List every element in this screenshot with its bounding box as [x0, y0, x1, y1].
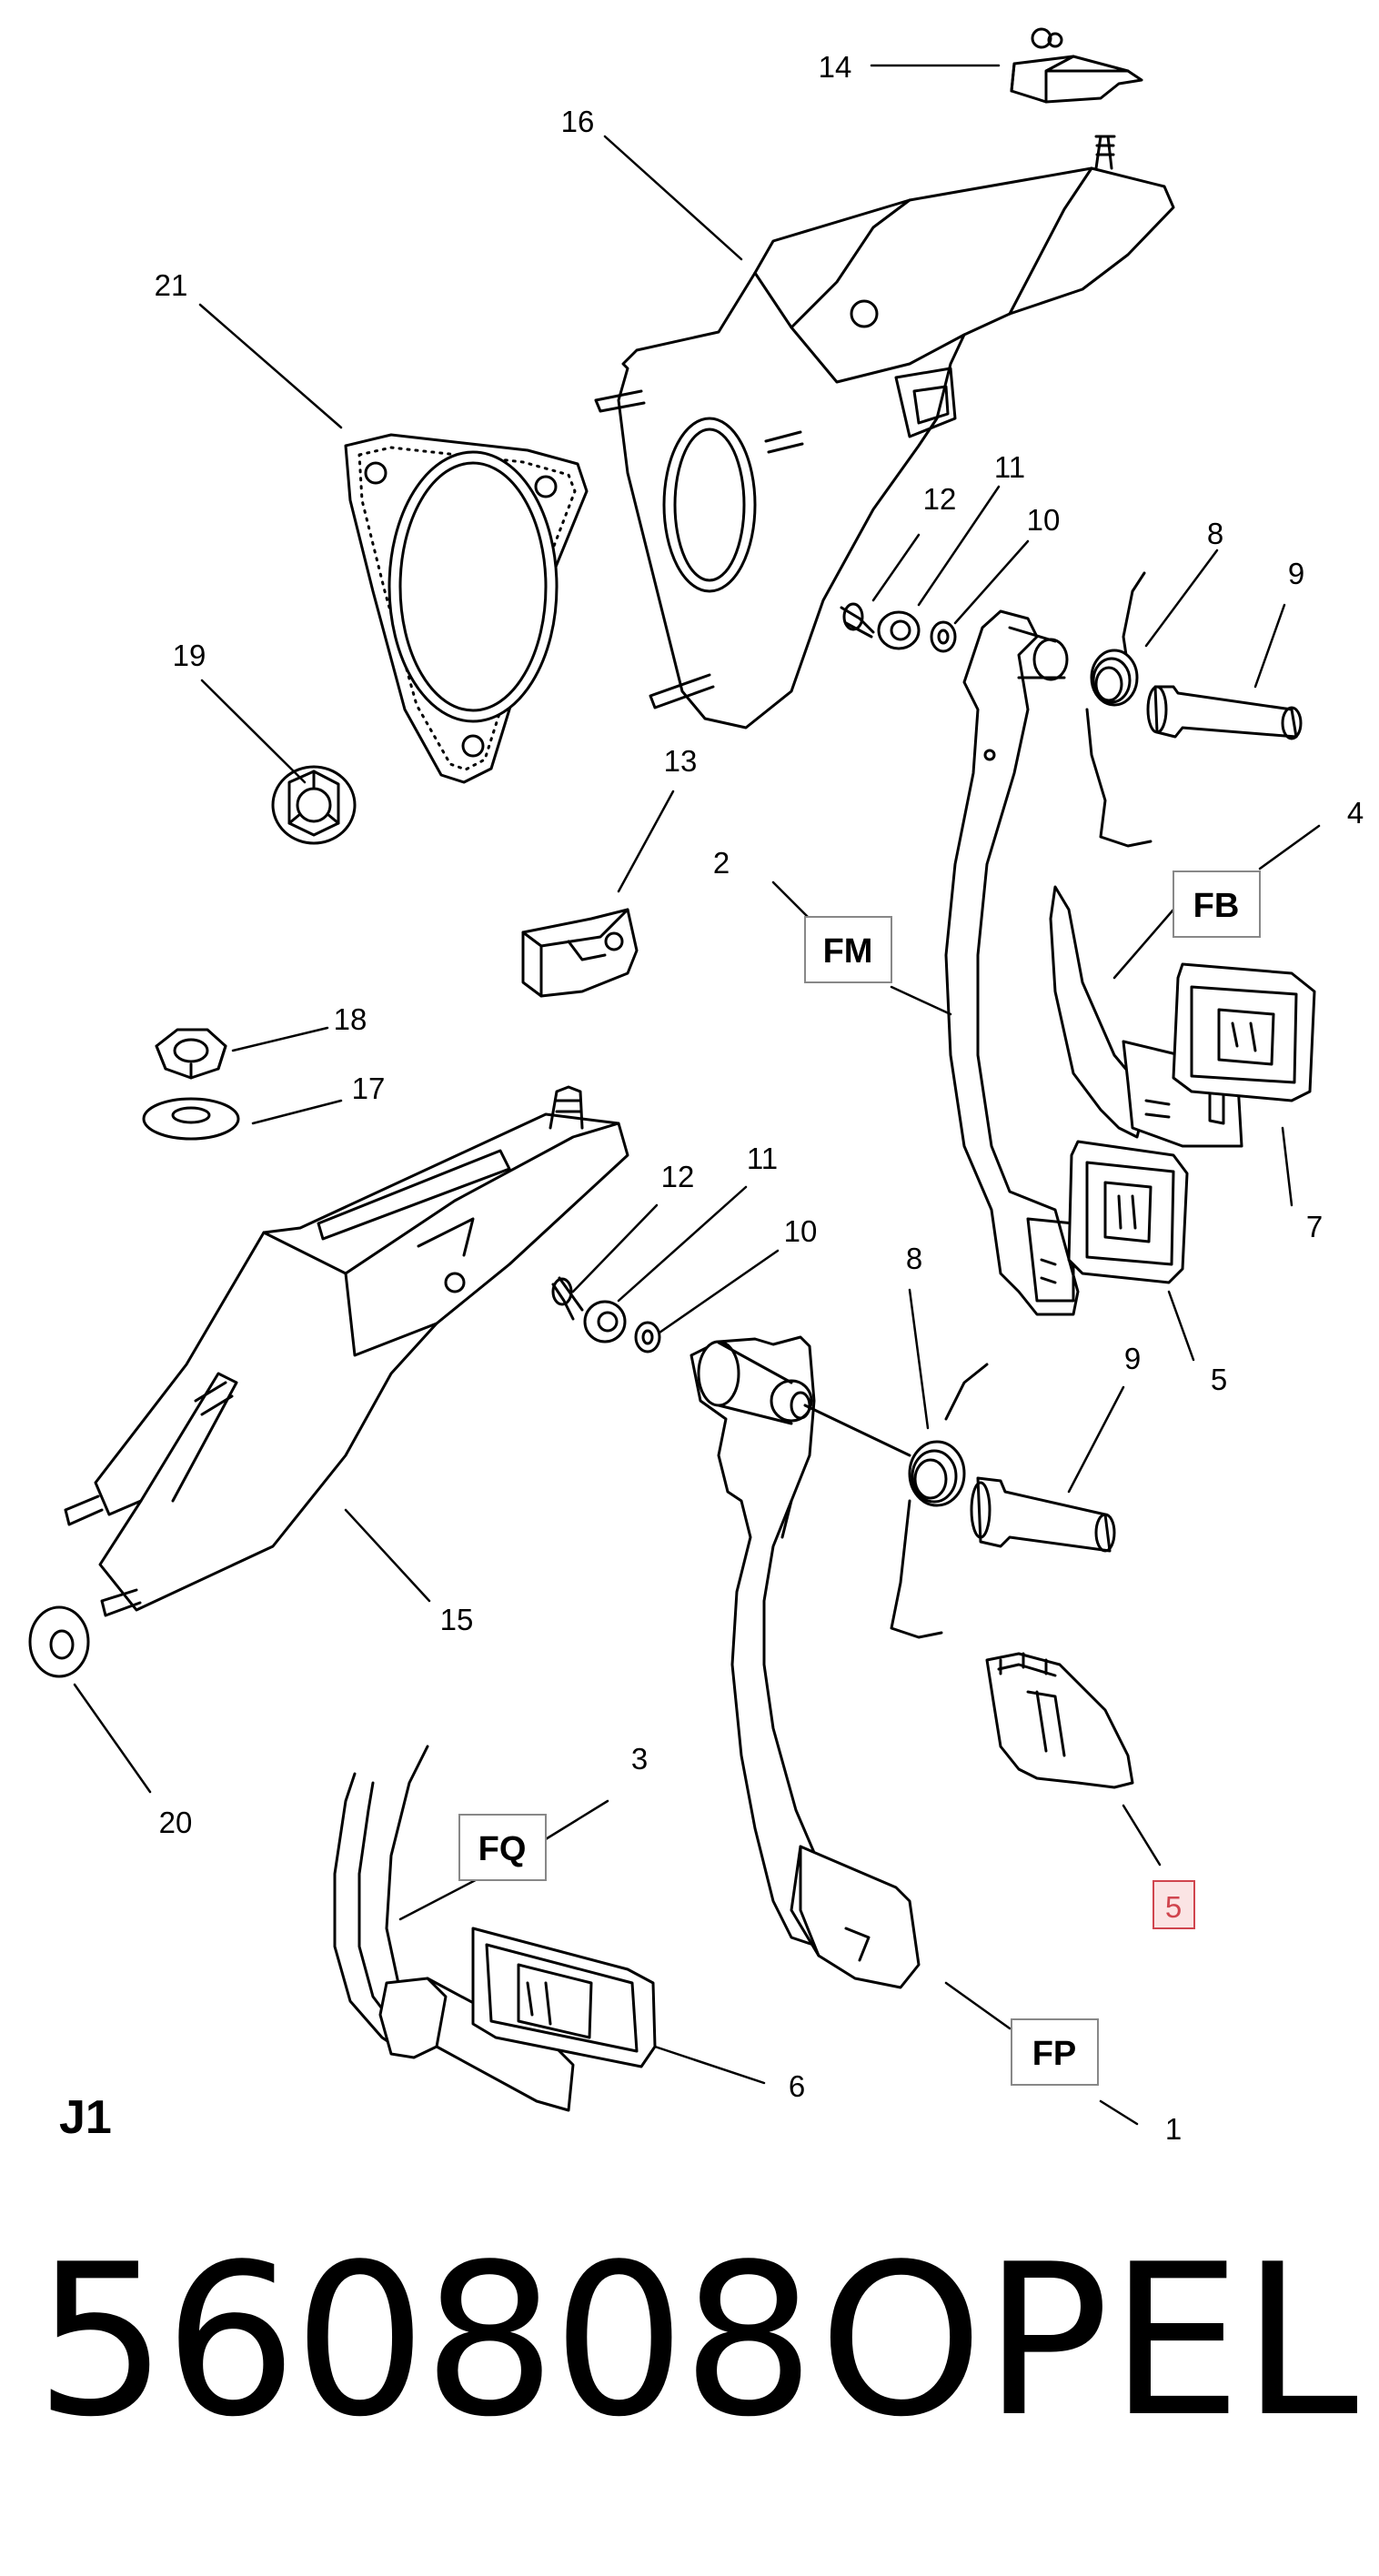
part-8-lower-spring — [803, 1363, 989, 1639]
part-9-lower-pin — [970, 1476, 1116, 1553]
highlight-box-5 — [1153, 1880, 1195, 1929]
part-15-lower-bracket — [64, 1085, 629, 1617]
callout-11-lower: 11 — [747, 1142, 778, 1175]
callout-11-upper: 11 — [994, 450, 1025, 484]
callout-9-lower: 9 — [1124, 1342, 1141, 1375]
code-fq: FQ — [478, 1830, 527, 1868]
callout-numbers: 14 16 21 19 13 2 12 11 10 8 9 4 7 5 18 1… — [155, 50, 1364, 2146]
callout-16: 16 — [561, 105, 595, 138]
callout-12-upper: 12 — [923, 482, 957, 516]
callout-14: 14 — [819, 50, 852, 84]
part-number: 560808 — [35, 2220, 815, 2463]
part-14-clip — [1010, 27, 1143, 104]
callout-5-upper: 5 — [1211, 1363, 1227, 1396]
exploded-parts-diagram: FM FB FQ FP 14 16 21 19 13 2 12 11 10 8 … — [28, 27, 1364, 2146]
part-13-clip — [521, 908, 639, 998]
callout-1: 1 — [1165, 2112, 1182, 2146]
callout-17: 17 — [352, 1072, 386, 1105]
callout-10-lower: 10 — [784, 1214, 818, 1248]
part-20-washer — [28, 1605, 90, 1678]
part-19-flange-nut — [271, 765, 357, 845]
callout-10-upper: 10 — [1027, 503, 1061, 537]
callout-13: 13 — [664, 744, 698, 778]
callout-15: 15 — [440, 1603, 474, 1636]
callout-3: 3 — [631, 1742, 648, 1776]
callout-9-upper: 9 — [1288, 557, 1304, 590]
callout-5-lower: 5 — [1165, 1890, 1182, 1924]
brand-name: OPEL — [819, 2220, 1359, 2463]
part-18-nut — [155, 1028, 227, 1080]
callout-18: 18 — [334, 1002, 367, 1036]
callout-12-lower: 12 — [661, 1160, 695, 1193]
part-6-accelerator-pad — [471, 1927, 657, 2068]
callout-8-upper: 8 — [1207, 517, 1223, 550]
code-boxes: FM FB FQ FP — [458, 870, 1261, 2086]
part-2-clutch-pedal — [944, 609, 1080, 1316]
upper-pin-nut-washer — [840, 602, 957, 653]
callout-20: 20 — [159, 1806, 193, 1839]
part-1-pedal-arm — [690, 1335, 921, 1989]
part-9-upper-pin — [1146, 685, 1303, 740]
callout-6: 6 — [789, 2069, 805, 2103]
lower-pin-nut-washer — [551, 1276, 661, 1353]
part-3-accelerator-pedal — [333, 1745, 575, 2112]
callout-8-lower: 8 — [906, 1242, 922, 1275]
leader-lines — [73, 64, 1321, 2126]
code-fm: FM — [823, 932, 873, 971]
part-7-brake-pad — [1172, 962, 1316, 1102]
part-5-pad-lower — [985, 1652, 1134, 1789]
callout-21: 21 — [155, 268, 188, 302]
code-fp: FP — [1032, 2035, 1077, 2073]
callout-4: 4 — [1347, 796, 1364, 830]
part-21-gasket — [344, 433, 589, 784]
callout-7: 7 — [1306, 1210, 1323, 1243]
callout-19: 19 — [173, 639, 206, 672]
part-8-upper-spring — [1085, 571, 1153, 848]
callout-2: 2 — [713, 846, 730, 880]
part-16-upper-bracket — [594, 135, 1175, 730]
part-17-washer — [142, 1097, 240, 1141]
section-label: J1 — [59, 2091, 112, 2144]
footer: 560808 OPEL — [0, 2238, 1379, 2511]
code-fb: FB — [1193, 887, 1240, 925]
part-5-clutch-pad-upper — [1067, 1140, 1189, 1284]
